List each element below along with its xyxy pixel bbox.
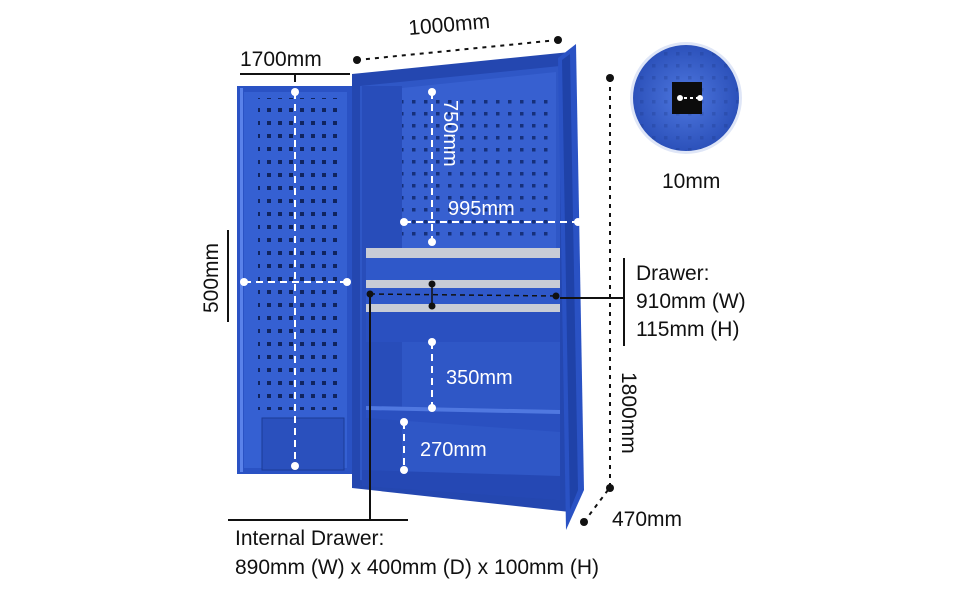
- hole-size-label: 10mm: [662, 170, 720, 193]
- cabinet-width-label: 1000mm: [407, 10, 490, 40]
- internal-drawer-title: Internal Drawer:: [235, 527, 384, 550]
- pegboard-height-label: 750mm: [439, 100, 461, 167]
- bottom-gap-label: 270mm: [420, 439, 487, 461]
- door-width-label: 1700mm: [240, 48, 322, 71]
- shelf: [362, 406, 560, 500]
- measure-lines-black: [227, 39, 625, 523]
- shelf-gap-label: 350mm: [446, 367, 513, 389]
- drawer-height: 115mm (H): [636, 318, 739, 341]
- drawer-width: 910mm (W): [636, 290, 746, 313]
- drawer-measure: [366, 280, 560, 310]
- internal-width-label: 995mm: [448, 198, 515, 220]
- measure-lines-white: [244, 92, 578, 470]
- measure-dots-white: [240, 88, 582, 474]
- drawer-title: Drawer:: [636, 262, 710, 285]
- hole-detail-circle: [630, 42, 742, 154]
- drawer-stack: [366, 248, 560, 342]
- internal-drawer-spec: 890mm (W) x 400mm (D) x 100mm (H): [235, 556, 599, 579]
- measure-dots-black: [353, 36, 614, 526]
- cabinet-height-label: 1800mm: [617, 372, 640, 454]
- cabinet-depth-label: 470mm: [612, 508, 682, 531]
- door-panel-height-label: 500mm: [200, 243, 223, 313]
